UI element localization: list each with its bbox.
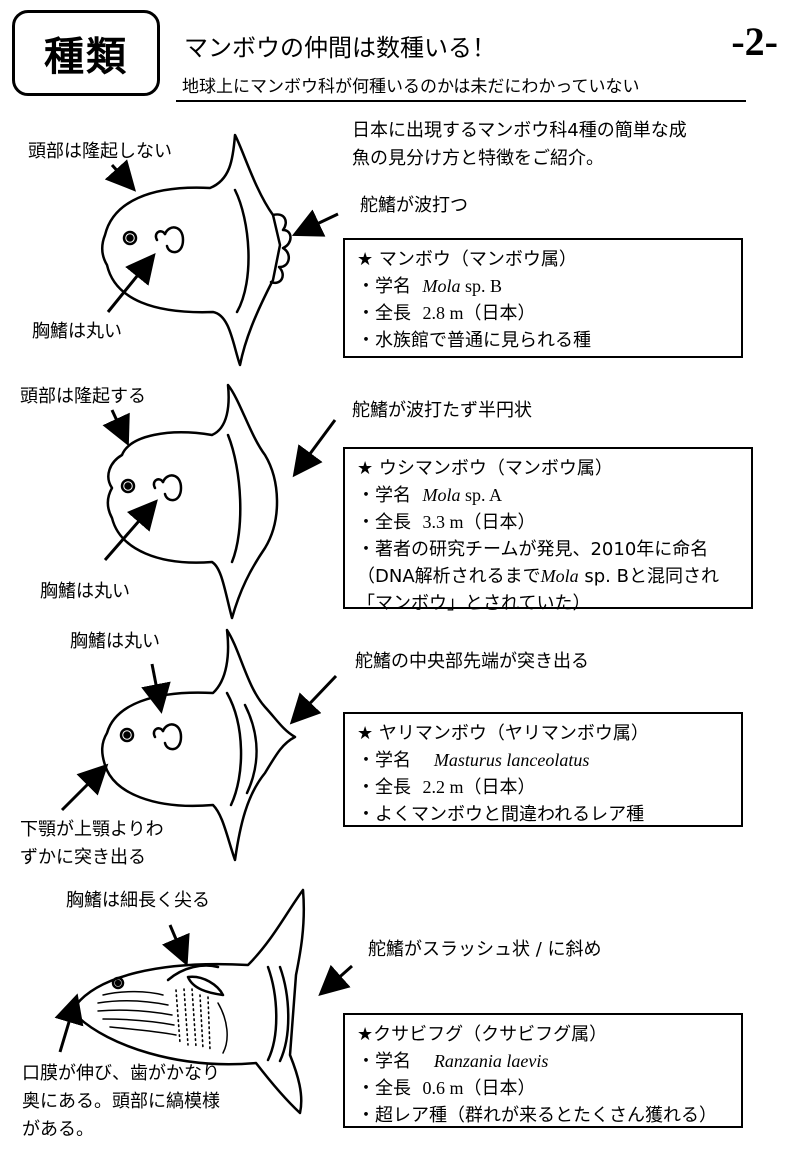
- ranzania-mouth-label: 口膜が伸び、歯がかなり 奥にある。頭部に縞模様 がある。: [22, 1063, 220, 1140]
- page-number: -2-: [731, 19, 778, 64]
- ranzania-info-box: ★クサビフグ（クサビフグ属） ・学名 Ranzania laevis ・全長 0…: [343, 1013, 743, 1128]
- mola-a-note-3: 「マンボウ」とされていた）: [357, 593, 591, 614]
- mola-b-head-label: 頭部は隆起しない: [28, 141, 172, 162]
- page-title: マンボウの仲間は数種いる！: [184, 34, 496, 62]
- mola-b-note: ・水族館で普通に見られる種: [357, 330, 591, 351]
- mola-a-note-2: （DNA解析されるまでMola sp. Bと混同され: [357, 566, 719, 587]
- intro-line-2: 魚の見分け方と特徴をご紹介。: [352, 148, 604, 169]
- ranzania-pectoral-label: 胸鰭は細長く尖る: [66, 890, 210, 911]
- intro-line-1: 日本に出現するマンボウ科4種の簡単な成: [352, 120, 687, 141]
- mola-a-note-1: ・著者の研究チームが発見、2010年に命名: [357, 539, 709, 560]
- ranzania-tail-label: 舵鰭がスラッシュ状 / に斜め: [368, 939, 602, 960]
- mola-a-scientific-name: ・学名 Mola sp. A: [357, 485, 502, 506]
- mola-b-info-box: ★ マンボウ（マンボウ属） ・学名 Mola sp. B ・全長 2.8 m（日…: [343, 238, 743, 358]
- mola-a-head-label: 頭部は隆起する: [20, 386, 146, 407]
- mola-b-pectoral-label: 胸鰭は丸い: [32, 321, 122, 342]
- masturus-illustration: [101, 628, 297, 862]
- intro-text: 日本に出現するマンボウ科4種の簡単な成 魚の見分け方と特徴をご紹介。: [352, 117, 792, 173]
- masturus-note: ・よくマンボウと間違われるレア種: [357, 804, 645, 825]
- mola-b-tail-label: 舵鰭が波打つ: [360, 195, 468, 216]
- ranzania-illustration: [72, 888, 306, 1115]
- subtitle-underline: [176, 100, 746, 102]
- mola-b-scientific-name: ・学名 Mola sp. B: [357, 276, 502, 297]
- mola-a-name: ★ ウシマンボウ（マンボウ属）: [357, 458, 613, 479]
- ranzania-length: ・全長 0.6 m（日本）: [357, 1078, 536, 1099]
- ranzania-scientific-name: ・学名 Ranzania laevis: [357, 1051, 549, 1072]
- masturus-length: ・全長 2.2 m（日本）: [357, 777, 536, 798]
- masturus-jaw-label: 下顎が上顎よりわ ずかに突き出る: [20, 819, 164, 868]
- mola-b-length: ・全長 2.8 m（日本）: [357, 303, 536, 324]
- masturus-scientific-name: ・学名 Masturus lanceolatus: [357, 750, 590, 771]
- masturus-tail-label: 舵鰭の中央部先端が突き出る: [355, 651, 589, 672]
- mola-sp-a-illustration: [106, 383, 279, 620]
- ranzania-note: ・超レア種（群れが来るとたくさん獲れる）: [357, 1105, 717, 1126]
- page-subtitle: 地球上にマンボウ科が何種いるのかは未だにわかっていない: [182, 77, 640, 97]
- masturus-pectoral-label: 胸鰭は丸い: [70, 631, 160, 652]
- mola-a-length: ・全長 3.3 m（日本）: [357, 512, 536, 533]
- mola-a-tail-label: 舵鰭が波打たず半円状: [352, 400, 532, 421]
- mola-b-name: ★ マンボウ（マンボウ属）: [357, 249, 577, 270]
- masturus-name: ★ ヤリマンボウ（ヤリマンボウ属）: [357, 723, 649, 744]
- ranzania-name: ★クサビフグ（クサビフグ属）: [357, 1024, 608, 1045]
- mola-a-pectoral-label: 胸鰭は丸い: [40, 581, 130, 602]
- category-tag: 種類: [12, 10, 160, 96]
- mola-a-info-box: ★ ウシマンボウ（マンボウ属） ・学名 Mola sp. A ・全長 3.3 m…: [343, 447, 753, 614]
- mola-sp-b-illustration: [101, 133, 292, 367]
- masturus-info-box: ★ ヤリマンボウ（ヤリマンボウ属） ・学名 Masturus lanceolat…: [343, 712, 743, 827]
